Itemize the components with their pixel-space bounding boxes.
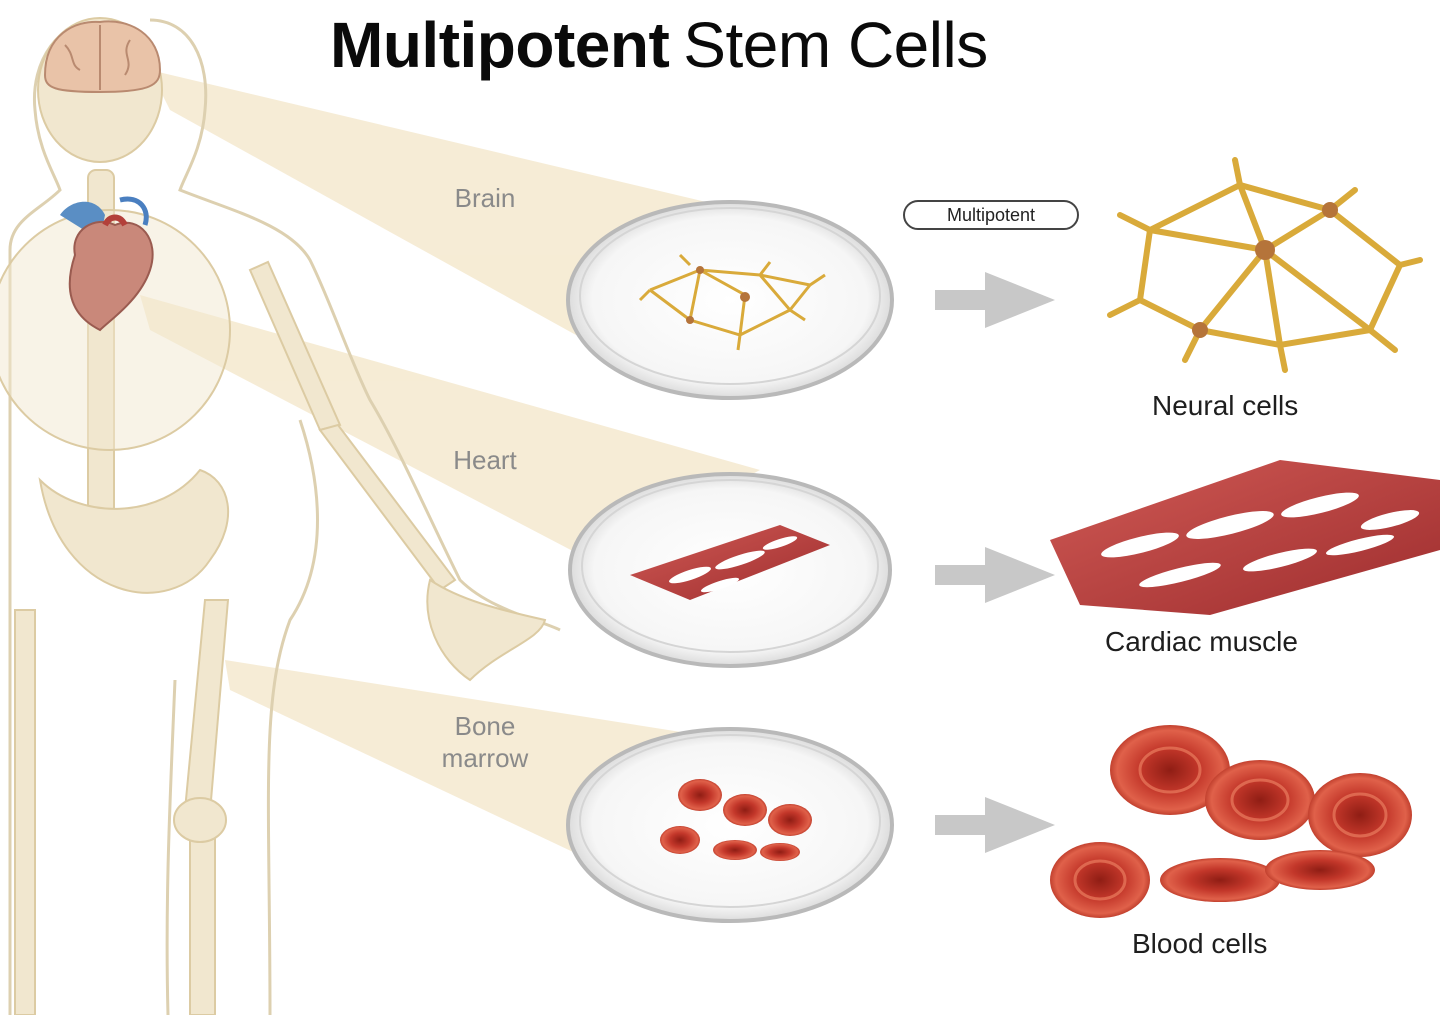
organ-label-line: marrow bbox=[420, 742, 550, 774]
neuron-body bbox=[686, 316, 694, 324]
cell-label-cardiac: Cardiac muscle bbox=[1105, 626, 1298, 658]
neuron-body bbox=[1192, 322, 1208, 338]
cell-label-neural: Neural cells bbox=[1152, 390, 1298, 422]
neuron-body bbox=[696, 266, 704, 274]
neuron-body bbox=[1322, 202, 1338, 218]
neuron-body bbox=[1255, 240, 1275, 260]
organ-label-heart: Heart bbox=[430, 444, 540, 476]
blood-cells-illustration bbox=[1050, 725, 1412, 918]
organ-label-bone-marrow: Bone marrow bbox=[420, 710, 550, 774]
arrows bbox=[935, 272, 1055, 853]
organ-label-brain: Brain bbox=[430, 182, 540, 214]
organ-label-line: Brain bbox=[430, 182, 540, 214]
neuron-body bbox=[740, 292, 750, 302]
petri-dish-marrow bbox=[568, 729, 892, 921]
arrow-cardiac bbox=[935, 547, 1055, 603]
multipotent-badge: Multipotent bbox=[903, 200, 1079, 230]
title-bold: Multipotent bbox=[330, 9, 669, 81]
arrow-neural bbox=[935, 272, 1055, 328]
organ-label-line: Bone bbox=[420, 710, 550, 742]
title-light: Stem Cells bbox=[683, 9, 987, 81]
arrow-blood bbox=[935, 797, 1055, 853]
cardiac-muscle-illustration bbox=[1050, 460, 1440, 615]
petri-dish-brain bbox=[568, 202, 892, 398]
neural-cells-illustration bbox=[1110, 160, 1420, 370]
organ-label-line: Heart bbox=[430, 444, 540, 476]
cell-label-blood: Blood cells bbox=[1132, 928, 1267, 960]
